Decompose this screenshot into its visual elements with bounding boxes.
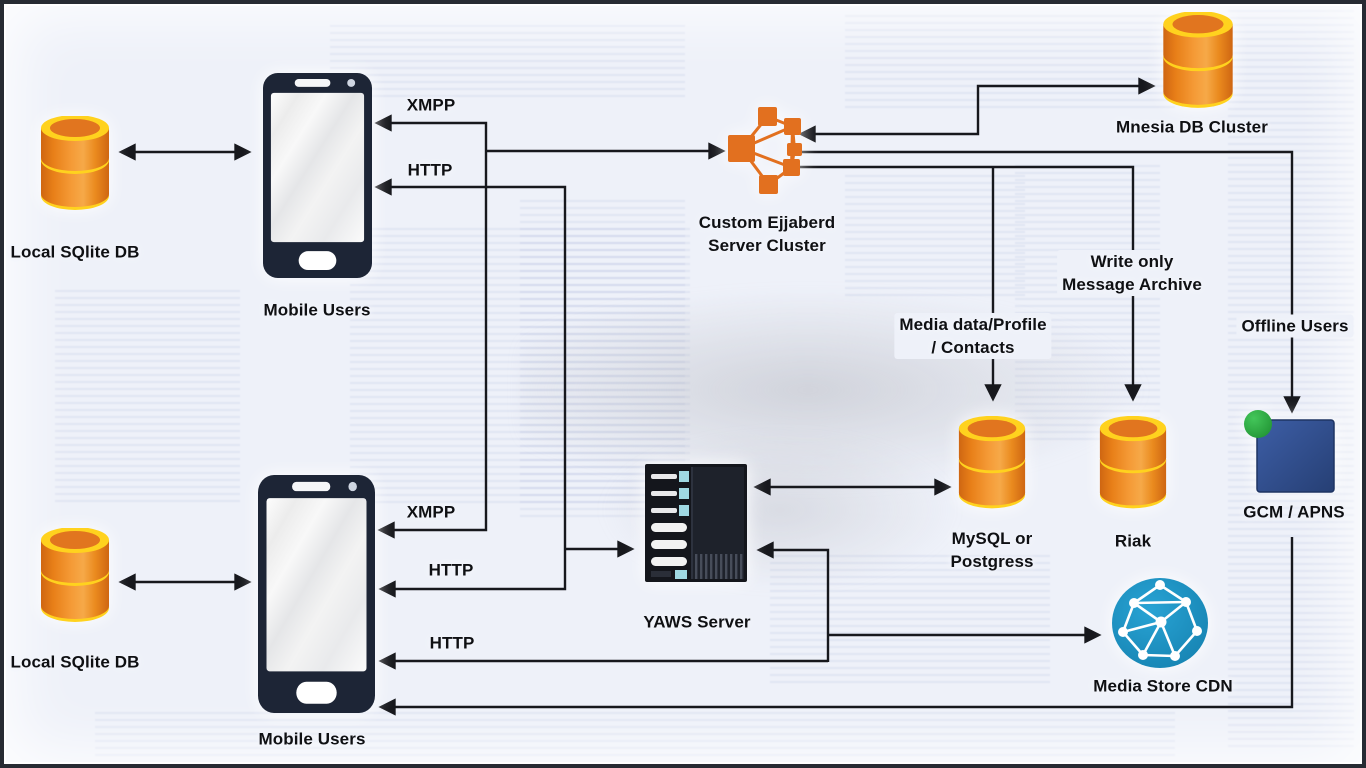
media-store-cdn-label: Media Store CDN: [1093, 676, 1233, 696]
mysql-db-icon: [958, 416, 1026, 509]
xmpp-bottom-label: XMPP: [406, 502, 456, 522]
ejabberd-cluster-label: Custom Ejjaberd Server Cluster: [698, 213, 836, 255]
riak-label: Riak: [1114, 531, 1152, 551]
media-store-cdn-icon: [1112, 578, 1208, 668]
edge-media-yaws: [756, 541, 830, 662]
media-data-profile-label: Media data/Profile / Contacts: [894, 313, 1052, 359]
edge-ejabberd-mnesia: [798, 77, 1156, 143]
mysql-postgress-label: MySQL or Postgress: [950, 529, 1034, 571]
yaws-server-icon: [645, 464, 747, 582]
edge-http-phones: [374, 178, 567, 598]
ejabberd-cluster-icon: [728, 107, 802, 194]
xmpp-top-label: XMPP: [406, 95, 456, 115]
write-only-archive-label: Write only Message Archive: [1057, 250, 1207, 296]
mnesia-db-icon: [1163, 12, 1233, 108]
local-sqlite-db-bottom-icon: [41, 528, 109, 622]
edge-ejabberd-gcm: [798, 150, 1301, 414]
http-bottom-label: HTTP: [428, 560, 474, 580]
mobile-users-bottom-label: Mobile Users: [258, 729, 366, 749]
gcm-apns-icon: [1244, 410, 1335, 493]
local-sqlite-db-top-icon: [41, 116, 109, 210]
http-media-label: HTTP: [429, 633, 475, 653]
http-top-label: HTTP: [407, 160, 453, 180]
local-db-bottom-label: Local SQlite DB: [10, 652, 140, 672]
mobile-phone-top-icon: [263, 73, 372, 278]
mobile-users-top-label: Mobile Users: [263, 300, 371, 320]
mnesia-db-label: Mnesia DB Cluster: [1116, 117, 1268, 137]
yaws-server-label: YAWS Server: [643, 612, 751, 632]
mobile-phone-bottom-icon: [258, 475, 375, 713]
offline-users-label: Offline Users: [1236, 314, 1354, 338]
gcm-apns-label: GCM / APNS: [1243, 502, 1345, 522]
riak-db-icon: [1099, 416, 1167, 509]
edge-gcm-phone2: [378, 537, 1294, 716]
local-db-top-label: Local SQlite DB: [10, 242, 140, 262]
edge-xmpp-phones: [374, 114, 488, 539]
